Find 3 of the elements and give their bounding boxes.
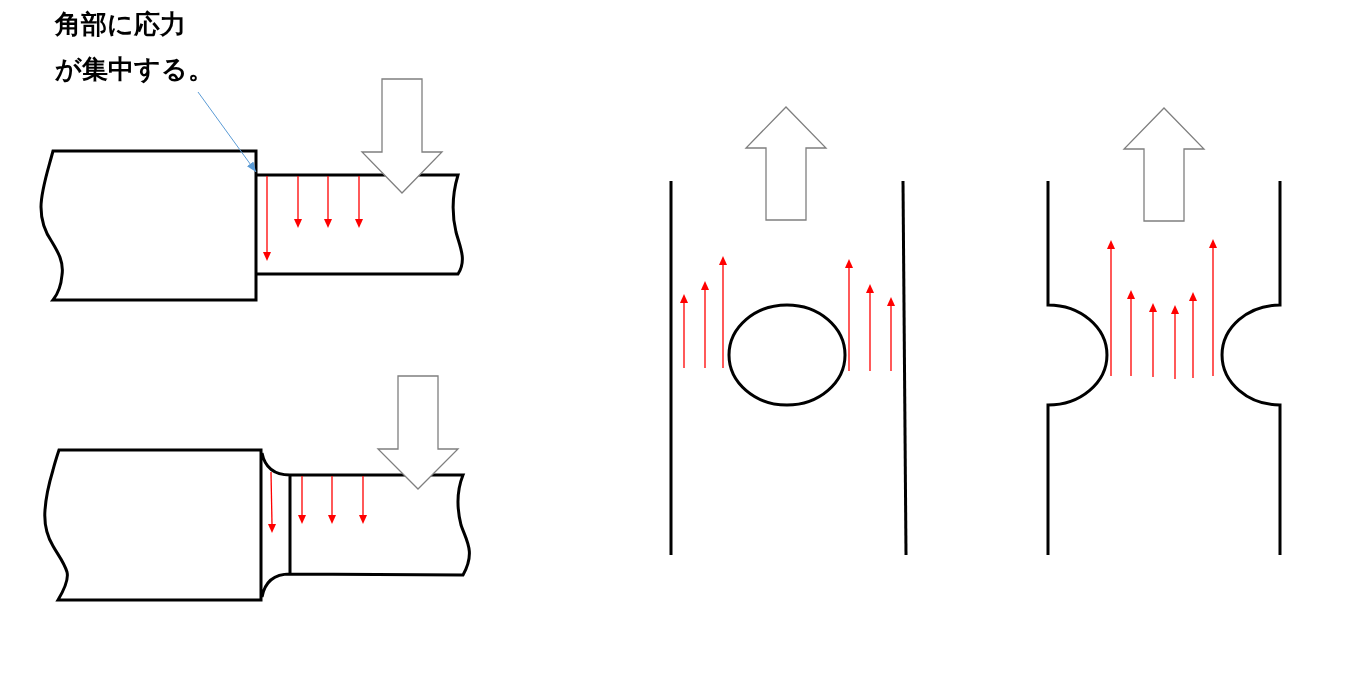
shaft-section <box>39 149 258 302</box>
leader-line <box>197 91 257 173</box>
callout-text: 角部に応力が集中する。 <box>55 2 215 92</box>
